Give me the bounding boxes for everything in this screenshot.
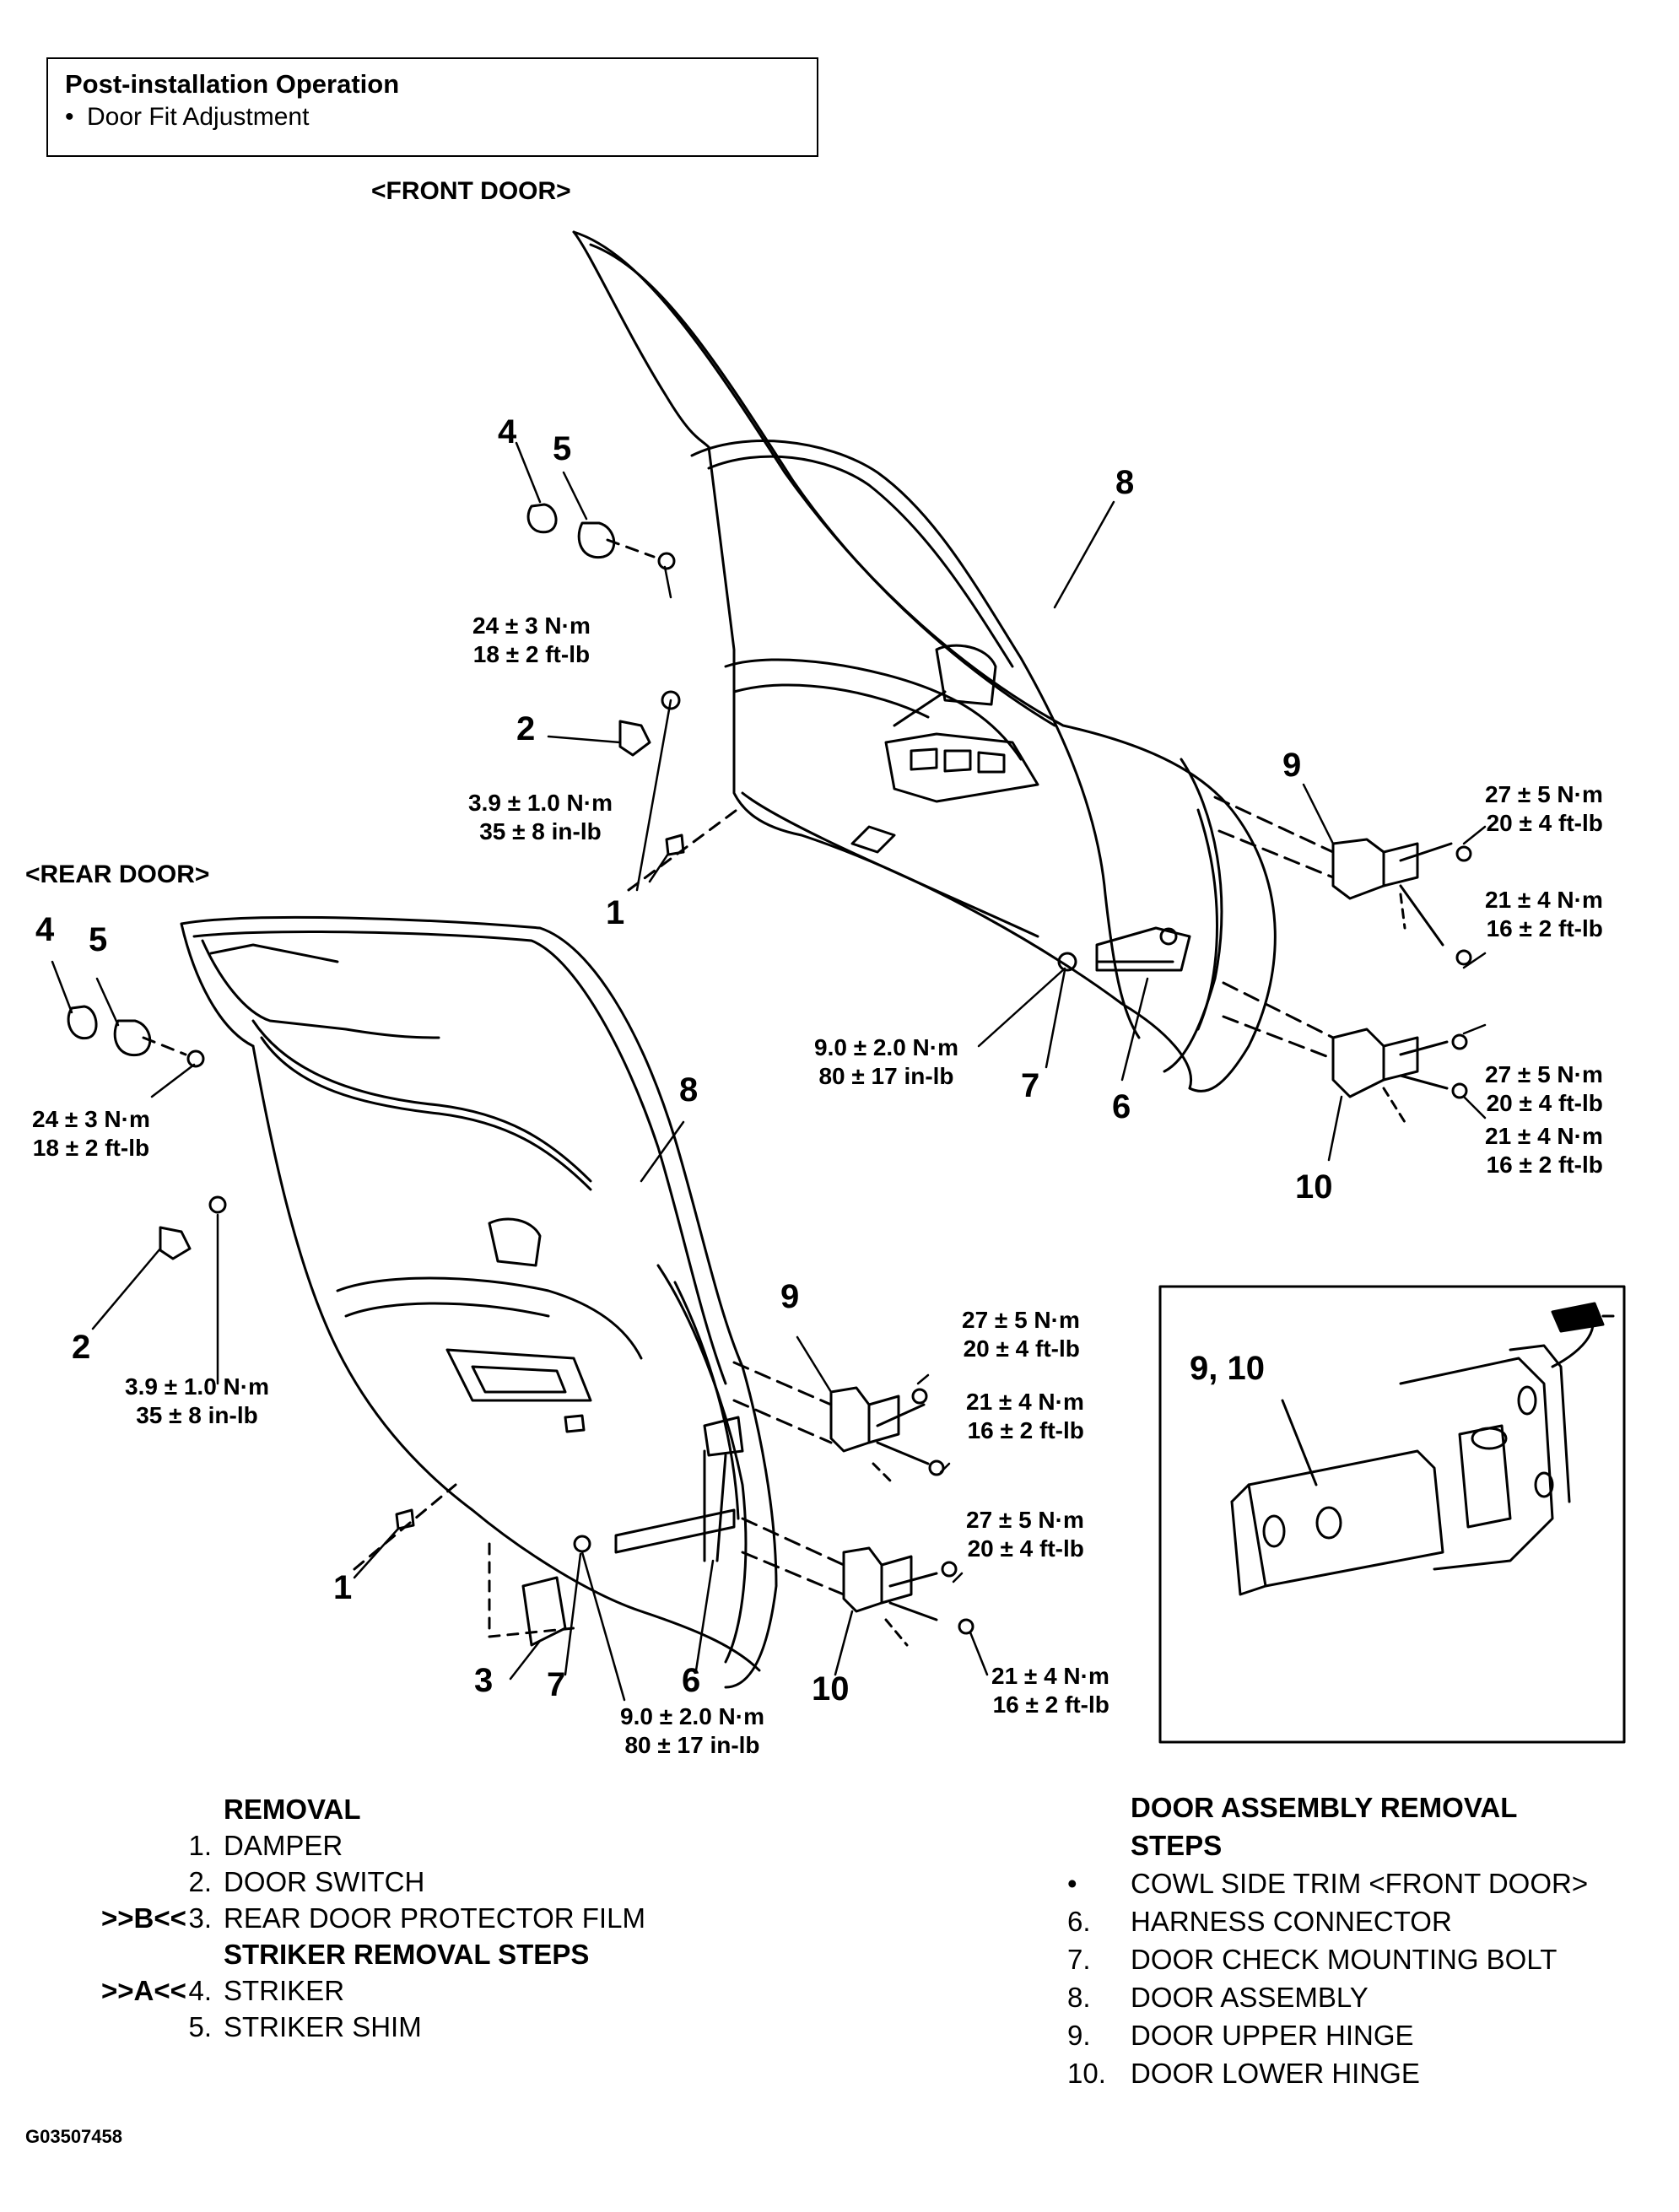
hinge-detail-drawing (1158, 1285, 1626, 1744)
list-item: •COWL SIDE TRIM <FRONT DOOR> (1067, 1868, 1589, 1899)
front-callout-8: 8 (1115, 464, 1135, 501)
list-item: 2.DOOR SWITCH (188, 1866, 425, 1897)
rear-callout-8: 8 (679, 1071, 699, 1109)
post-installation-box: Post-installation Operation • Door Fit Ad… (46, 57, 818, 157)
removal-heading: REMOVAL (224, 1794, 361, 1825)
front-callout-2: 2 (516, 710, 536, 747)
door-assembly-heading-2: STEPS (1131, 1830, 1223, 1861)
front-callout-4: 4 (498, 413, 517, 450)
front-door-title: <FRONT DOOR> (371, 177, 571, 205)
leader-lines (51, 441, 1487, 1702)
front-callout-10: 10 (1295, 1168, 1333, 1206)
rear-callout-5: 5 (89, 921, 108, 958)
list-item: >>A<<4.STRIKER (101, 1975, 345, 2006)
rear-callout-2: 2 (72, 1329, 91, 1366)
list-item: 9.DOOR UPPER HINGE (1067, 2020, 1414, 2051)
rear-callout-9: 9 (780, 1278, 800, 1315)
post-installation-title: Post-installation Operation (65, 69, 400, 99)
rear-callout-10: 10 (812, 1670, 850, 1708)
post-installation-item-text: Door Fit Adjustment (87, 103, 310, 131)
rear-callout-7: 7 (547, 1666, 566, 1703)
bullet-mark: • (65, 103, 74, 131)
rear-door-drawing (67, 915, 974, 1689)
list-item: 10.DOOR LOWER HINGE (1067, 2058, 1420, 2089)
door-assembly-list: DOOR ASSEMBLY REMOVAL STEPS •COWL SIDE T… (1067, 1788, 1588, 2092)
front-callout-1: 1 (606, 894, 625, 931)
list-item: >>B<<3.REAR DOOR PROTECTOR FILM (101, 1902, 645, 1934)
figure-id: G03507458 (25, 2126, 122, 2147)
door-assembly-heading-1: DOOR ASSEMBLY REMOVAL (1131, 1792, 1518, 1823)
list-item: 5.STRIKER SHIM (188, 2011, 422, 2042)
rear-door-title: <REAR DOOR> (25, 861, 210, 888)
front-callout-9: 9 (1282, 747, 1302, 784)
hinge-detail-label: 9, 10 (1190, 1350, 1265, 1387)
list-item: 6.HARNESS CONNECTOR (1067, 1906, 1452, 1937)
rear-callout-6: 6 (682, 1662, 701, 1699)
rear-callout-4: 4 (35, 911, 55, 948)
list-item: 7.DOOR CHECK MOUNTING BOLT (1067, 1944, 1558, 1975)
front-door-drawing (526, 230, 1472, 1124)
front-callout-6: 6 (1112, 1088, 1131, 1125)
post-installation-item: • Door Fit Adjustment (65, 103, 800, 132)
removal-list: REMOVAL 1.DAMPER 2.DOOR SWITCH >>B<<3.RE… (101, 1791, 645, 2045)
rear-callout-1: 1 (333, 1569, 353, 1606)
list-item: 1.DAMPER (188, 1830, 343, 1861)
front-callout-7: 7 (1021, 1067, 1040, 1104)
rear-callout-3: 3 (474, 1662, 494, 1699)
striker-removal-heading: STRIKER REMOVAL STEPS (224, 1939, 590, 1970)
list-item: 8.DOOR ASSEMBLY (1067, 1982, 1369, 2013)
front-callout-5: 5 (553, 430, 572, 467)
